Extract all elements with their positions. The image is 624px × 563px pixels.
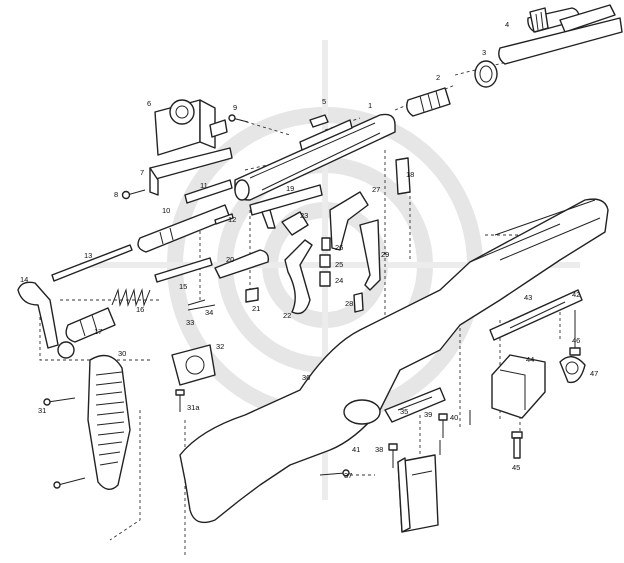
part-label: 10 [162,206,170,215]
part-3-ring [474,60,498,88]
part-42-rail [489,289,583,341]
part-label: 2 [436,73,440,82]
part-label: 12 [228,215,236,224]
part-label: 22 [283,311,291,320]
part-26-pin [321,237,331,251]
part-35-guard-plate [384,387,446,423]
part-label: 43 [524,293,532,302]
part-9-screw [228,114,249,123]
part-label: 19 [286,184,294,193]
part-label: 23 [300,211,308,220]
part-33-pin [187,299,206,306]
part-label: 38 [375,445,383,454]
part-14-handle [17,281,75,359]
part-label: 14 [20,275,28,284]
part-label: 36 [302,373,310,382]
part-label: 16 [136,305,144,314]
part-44-forend-cap [491,354,546,419]
part-label: 7 [140,168,144,177]
part-label: 40 [450,413,458,422]
part-label: 35 [400,407,408,416]
part-label: 20 [226,255,234,264]
part-label: 5 [322,97,326,106]
part-46-bolt [569,310,581,356]
part-label: 45 [512,463,520,472]
part-label: 44 [526,355,534,364]
part-label: 13 [84,251,92,260]
part-label: 17 [94,327,102,336]
part-24-spring [319,271,331,287]
part-32-sling-swivel [171,344,216,386]
part-23-hammer [281,211,309,236]
part-label: 29 [381,250,389,259]
part-31a-screw [175,389,185,412]
part-15-rod [154,257,213,283]
part-12-pin [214,213,234,225]
part-30-butt-plate [87,354,131,490]
part-31-screw-upper [43,397,76,406]
part-45-bolt [511,431,523,459]
part-label: 30 [118,349,126,358]
part-40-screw [438,413,448,438]
part-21-pin [245,287,259,303]
part-20-lever [214,249,270,279]
part-barrel [498,17,623,65]
part-label: 11 [200,181,208,190]
part-31-screw-lower [53,477,86,489]
part-label: 39 [424,410,432,419]
part-label: 4 [505,20,509,29]
part-4-front-tube [527,4,616,33]
part-label: 46 [572,336,580,345]
part-label: 37 [344,471,352,480]
part-19-plate [249,184,323,229]
part-labels: 1 2 3 4 5 6 7 8 9 10 11 12 13 14 15 16 1… [20,20,598,480]
part-29-spring [359,219,381,291]
part-38-screw [388,443,398,468]
part-27-sear [329,191,369,251]
part-13-rod [51,244,133,282]
part-17-buffer [65,307,116,343]
part-37-screw [319,469,350,477]
part-label: 28 [345,299,353,308]
part-label: 15 [179,282,187,291]
part-label: 8 [114,190,118,199]
part-28-pin [353,292,364,313]
part-39-magazine [397,454,439,533]
part-label: 26 [335,243,343,252]
part-label: 24 [335,276,343,285]
part-label: 21 [252,304,260,313]
part-label: 33 [186,318,194,327]
part-16-spring [111,288,151,307]
part-8-screw [121,189,146,200]
part-label: 32 [216,342,224,351]
part-label: 31 [38,406,46,415]
part-2-muzzle [406,87,451,117]
part-47-swivel [559,356,586,384]
part-label: 27 [372,185,380,194]
part-22-trigger [284,239,313,315]
part-25-spring [319,254,331,268]
part-label: 47 [590,369,598,378]
part-11-rail [184,179,233,204]
part-label: 34 [205,308,213,317]
part-18-pin [395,157,411,195]
part-6-rear-sight [154,99,228,156]
part-label: 3 [482,48,486,57]
part-5-clip [309,114,329,128]
part-label: 25 [335,260,343,269]
part-34-pin [187,304,216,311]
part-label: 18 [406,170,414,179]
part-label: 41 [352,445,360,454]
part-label: 9 [233,103,237,112]
part-label: 42 [572,290,580,299]
part-label: 1 [368,101,372,110]
part-label: 6 [147,99,151,108]
part-1-receiver [234,113,396,201]
part-7-sight-base [149,147,233,196]
part-label: 31a [187,403,200,412]
part-36-stock [179,198,609,524]
